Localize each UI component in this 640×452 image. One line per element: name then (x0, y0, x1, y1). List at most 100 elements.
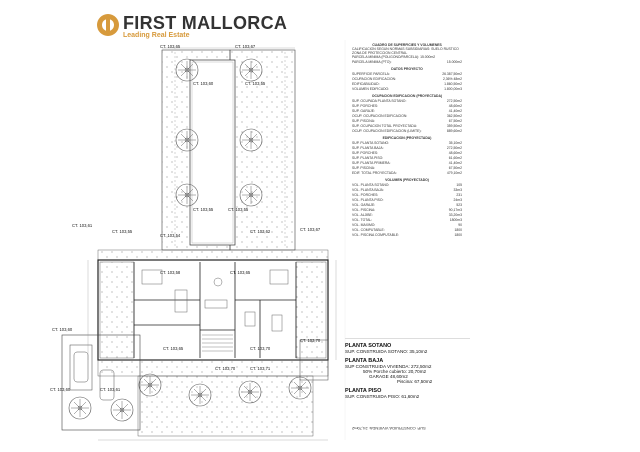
table-row: SUP. PLANTA PRIMERA: 41,40m2 (352, 161, 462, 165)
table-row-value: 26.387,50m2 (442, 72, 462, 76)
table-row-value: 523 (456, 203, 462, 207)
level-label: CT. 103,54 (160, 233, 181, 238)
table-row-label: VOLUMEN (PROYECTADO) (385, 178, 429, 182)
summary-line: SUP CONSTRUIDA VIVIENDA: 272,50m2 (345, 364, 432, 369)
table-row-value: 1.800,00m3 (444, 87, 462, 91)
level-label: CT. 103,55 (193, 207, 214, 212)
table-row-label: EDIF. TOTAL PROYECTADA: (352, 171, 397, 175)
table-row: VOLUMEN (PROYECTADO) (352, 178, 462, 182)
level-label: CT. 103,61 (72, 223, 93, 228)
table-row-value: 1.860,50m2 (444, 82, 462, 86)
table-row-label: SUP. PLANTA PRIMERA: (352, 161, 391, 165)
table-line: ZONA DE PROTECCION CENTRAL (352, 51, 408, 55)
table-row-label: VOL. PISCINA: (352, 208, 376, 212)
pool-outline (189, 59, 236, 246)
table-row: VOL. MAXIMO: 90 (352, 223, 462, 227)
table-row-value: 24m3 (453, 198, 462, 202)
table-row: VOL. ALJIBE:33,20m3 (352, 213, 462, 217)
table-row-label: EDIFICABILIDAD: (352, 82, 380, 86)
table-row-value: 362,50m2 (446, 114, 462, 118)
table-row-value: 41,40m2 (448, 161, 462, 165)
table-row-value: 90,17m3 (448, 208, 462, 212)
table-row-value: 35,10m2 (448, 141, 462, 145)
table-row-value: 15.000m2 (446, 60, 462, 64)
table-row-label: VOL. PLANTA PISO: (352, 198, 384, 202)
brand-tagline: Leading Real Estate (123, 32, 190, 39)
table-row: VOL. GARAJE: 523 (352, 203, 462, 207)
level-label: CT. 103,55 (228, 207, 249, 212)
table-row-label: VOL. PLANTA BAJA: (352, 188, 384, 192)
table-row-value: 41,40m2 (448, 109, 462, 113)
table-row-value: 67,50m2 (448, 166, 462, 170)
level-label: CT. 103,67 (235, 44, 256, 49)
table-row-label: VOL. GARAJE: (352, 203, 376, 207)
mirrored-footer: SUP. CONSTRUIDA VIVIENDA: 24,70m2 (352, 426, 426, 431)
table-row-label: SUP. GARAJE: (352, 109, 375, 113)
table-row-value: 90 (458, 223, 462, 227)
table-row-label: VOL. PISCINA COMPUTABLE: (352, 233, 400, 237)
table-row-label: VOLUMEN EDIFICADO: (352, 87, 390, 91)
table-row-label: SUP. OCUPACION TOTAL PROYECTADA: (352, 124, 418, 128)
table-row-label: VOL. COMPUTABLE: (352, 228, 385, 232)
table-row-value: 1800 (454, 233, 462, 237)
table-row-value: 1800m3 (449, 218, 462, 222)
brand-logo-icon (97, 14, 119, 36)
table-row-value: 105 (456, 183, 462, 187)
table-row-value: 2,36% 48m2 (442, 77, 462, 81)
table-row-label: OCUP. OCUPACION EDIFICACION (LIMITE): (352, 129, 422, 133)
table-row-value: 67,50m2 (448, 119, 462, 123)
table-row-label: VOL. PORCHES: (352, 193, 379, 197)
table-row-label: EDIFICACION (PROYECTADA) (382, 136, 432, 140)
table-row: EDIFICACION (PROYECTADA) (352, 136, 462, 140)
table-row: SUP. PORCHES: 48,60m2 (352, 151, 462, 155)
table-row-value: 33,20m3 (448, 213, 462, 217)
table-row-label: SUP. PISCINA: (352, 166, 375, 170)
table-row-value: 359,50m2 (446, 124, 462, 128)
table-row: SUP. PISCINA: 67,50m2 (352, 166, 462, 170)
table-row-label: SUP. PISCINA: (352, 119, 375, 123)
surfaces-table: CUADRO DE SUPERFICIES Y VOLUMENES CALIFI… (352, 43, 462, 237)
level-label: CT. 103,67 (300, 227, 321, 232)
table-row-label: OCUPACION EDIFICACION: (352, 77, 397, 81)
table-row-value: 33m3 (453, 188, 462, 192)
summary-heading: PLANTA PISO (345, 388, 382, 394)
summary-line: 50% Porche cubierto: 20,70m2 (363, 369, 427, 374)
level-label: CT. 103,71 (250, 366, 271, 371)
table-row-value: 889,60m2 (446, 129, 462, 133)
table-row-label: VOL. TOTAL: (352, 218, 373, 222)
table-row: VOL. TOTAL: 1800m3 (352, 218, 462, 222)
summary-block: PLANTA SOTANO SUP. CONSTRUIDA SOTANO: 35… (345, 338, 470, 399)
garden-right-strip (229, 49, 296, 251)
table-row-value: 48,60m2 (448, 104, 462, 108)
table-row-value: 231 (456, 193, 462, 197)
table-row: SUP. PISCINA: 67,50m2 (352, 119, 462, 123)
level-label: CT. 103,62 (250, 229, 271, 234)
table-row-value: 48,60m2 (448, 151, 462, 155)
table-row-label: SUP. OCUPADA PLANTA SOTANO: (352, 99, 407, 103)
table-row: VOL. PLANTA PISO: 24m3 (352, 198, 462, 202)
table-row: SUP. OCUPADA PLANTA SOTANO:272,50m2 (352, 99, 462, 103)
table-row: SUP. GARAJE: 41,40m2 (352, 109, 462, 113)
table-row-label: VOL. MAXIMO: (352, 223, 376, 227)
table-row: VOL. PLANTA SOTANO: 105 (352, 183, 462, 187)
table-row: VOLUMEN EDIFICADO: 1.800,00m3 (352, 87, 462, 91)
table-row-value: 272,50m2 (446, 146, 462, 150)
table-row-label: PARCELA MINIMA (PTO): (352, 60, 392, 64)
table-row: SUP. PLANTA PISO:61,60m2 (352, 156, 462, 160)
table-row: VOL. COMPUTABLE:1800 (352, 228, 462, 232)
table-row: OCUPACION EDIFICACION: 2,36% 48m2 (352, 77, 462, 81)
summary-line: SUP. CONSTRUIDA PISO: 61,60m2 (345, 394, 420, 399)
table-row: DATOS PROYECTO (352, 67, 462, 71)
level-label: CT. 103,55 (112, 229, 133, 234)
table-row: SUP. PORCHES:48,60m2 (352, 104, 462, 108)
level-label: CT. 103,58 (160, 270, 181, 275)
level-label: CT. 103,60 (193, 81, 214, 86)
level-label: CT. 103,55 (245, 81, 266, 86)
table-row-label: VOL. PLANTA SOTANO: (352, 183, 390, 187)
summary-heading: PLANTA BAJA (345, 358, 384, 364)
summary-heading: PLANTA SOTANO (345, 343, 392, 349)
level-label: CT. 103,60 (50, 387, 71, 392)
summary-line: Piscina: 67,50m2 (397, 379, 433, 384)
table-row-label: SUP. PORCHES: (352, 151, 379, 155)
